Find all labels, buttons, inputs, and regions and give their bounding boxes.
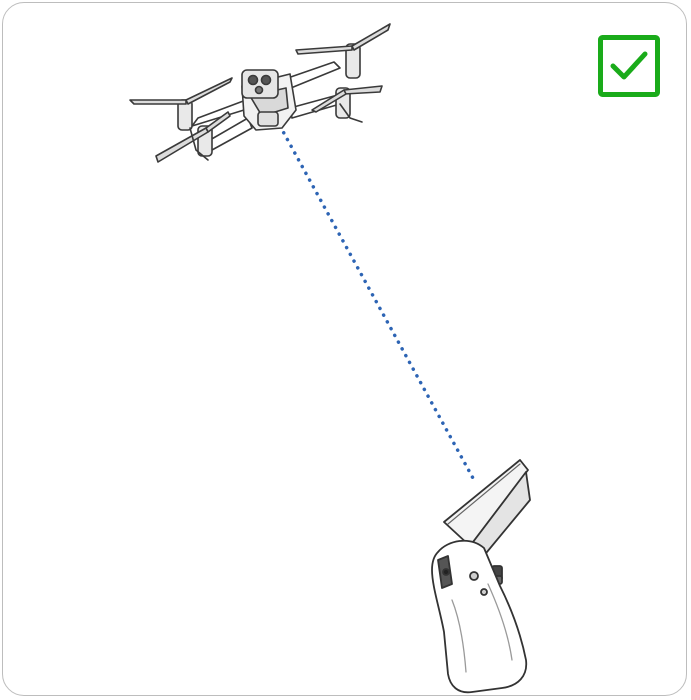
checkmark-icon bbox=[598, 35, 660, 97]
signal-link-line bbox=[280, 126, 474, 480]
remote-controller-icon bbox=[432, 460, 530, 692]
drone-icon bbox=[130, 24, 390, 162]
